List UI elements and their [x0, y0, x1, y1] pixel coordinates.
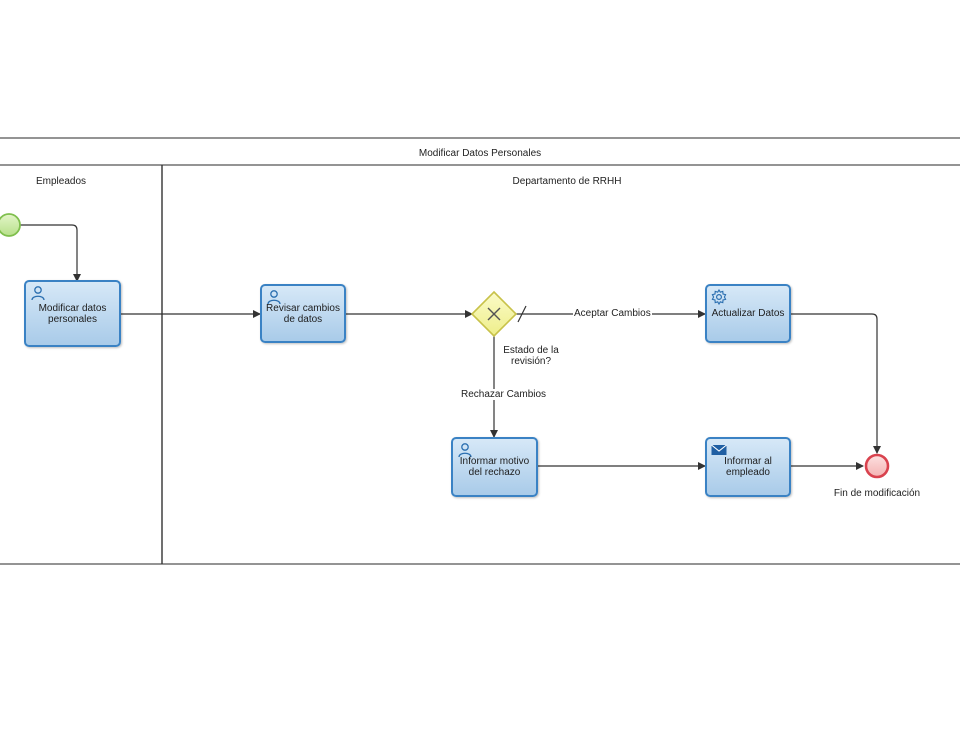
flow-actualizar-to-end[interactable] [791, 313, 881, 454]
flow-start-to-modificar[interactable] [20, 224, 81, 282]
pool-border [0, 137, 960, 565]
end-event-label: Fin de modificación [833, 488, 921, 499]
task-label: Modificar datos personales [38, 302, 107, 325]
exclusive-gateway-x-icon [487, 307, 501, 321]
end-event[interactable] [864, 453, 890, 479]
user-icon [31, 286, 45, 301]
task-label: Actualizar Datos [711, 308, 785, 319]
gear-icon [711, 289, 727, 305]
task-modificar-datos-personales[interactable]: Modificar datos personales [24, 280, 121, 347]
default-flow-marker [517, 305, 527, 323]
lane-title-rrhh: Departamento de RRHH [512, 176, 622, 187]
gateway-label: Estado de la revisión? [503, 345, 559, 367]
task-informar-motivo-rechazo[interactable]: Informar motivo del rechazo [451, 437, 538, 497]
task-revisar-cambios[interactable]: Revisar cambios de datos [260, 284, 346, 343]
task-label: Informar al empleado [724, 456, 772, 478]
user-icon [267, 290, 281, 305]
user-icon [458, 443, 472, 458]
task-actualizar-datos[interactable]: Actualizar Datos [705, 284, 791, 343]
envelope-icon [711, 444, 727, 455]
flow-label-aceptar: Aceptar Cambios [573, 308, 652, 319]
pool-title: Modificar Datos Personales [418, 148, 542, 159]
start-event[interactable] [0, 213, 21, 237]
flow-label-rechazar: Rechazar Cambios [460, 389, 548, 400]
task-label: Informar motivo del rechazo [459, 456, 530, 478]
task-informar-empleado[interactable]: Informar al empleado [705, 437, 791, 497]
exclusive-gateway[interactable] [470, 290, 518, 338]
lane-title-empleados: Empleados [35, 176, 87, 187]
task-label: Revisar cambios de datos [266, 302, 340, 325]
